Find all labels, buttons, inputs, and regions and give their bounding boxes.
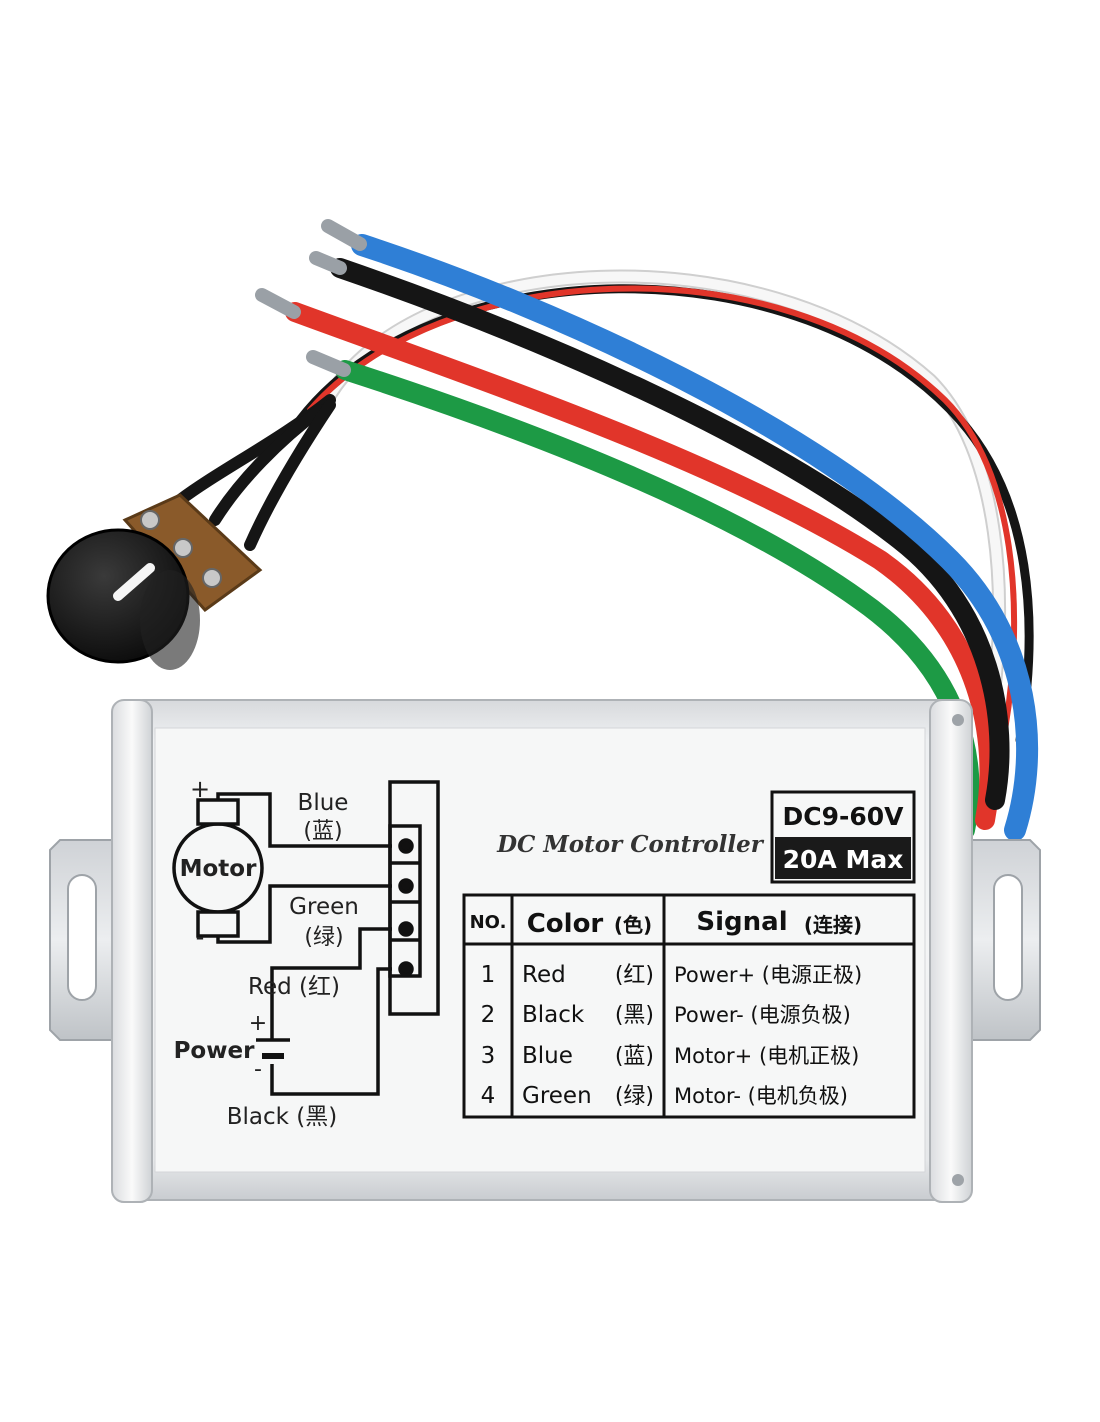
power-plus: + bbox=[249, 1011, 267, 1036]
table-row: 2 Black (黑) Power- (电源负极) bbox=[481, 1002, 851, 1028]
svg-text:(绿): (绿) bbox=[615, 1084, 654, 1109]
svg-text:Red: Red bbox=[522, 962, 566, 988]
product-title: DC Motor Controller bbox=[496, 831, 765, 858]
blue-wire bbox=[351, 234, 1039, 841]
svg-text:(黑): (黑) bbox=[615, 1003, 654, 1028]
svg-text:Power- (电源负极): Power- (电源负极) bbox=[674, 1003, 851, 1027]
header-signal-cn: (连接) bbox=[804, 913, 862, 937]
end-cap-left bbox=[111, 699, 153, 1203]
svg-text:1: 1 bbox=[481, 962, 496, 988]
header-signal: Signal bbox=[696, 907, 787, 937]
header-color: Color bbox=[527, 909, 604, 939]
wire-tips bbox=[255, 219, 367, 377]
svg-text:(红): (红) bbox=[615, 963, 654, 988]
svg-text:(蓝): (蓝) bbox=[615, 1044, 654, 1069]
svg-text:4: 4 bbox=[481, 1083, 496, 1109]
svg-text:Blue: Blue bbox=[522, 1043, 573, 1069]
power-label: Power bbox=[174, 1038, 256, 1064]
motor-plus: + bbox=[190, 775, 210, 803]
table-row: 1 Red (红) Power+ (电源正极) bbox=[481, 962, 862, 988]
pot-lead-2 bbox=[209, 404, 326, 526]
svg-text:Power+ (电源正极): Power+ (电源正极) bbox=[674, 963, 862, 987]
current-badge: 20A Max bbox=[783, 845, 904, 874]
svg-text:Green: Green bbox=[522, 1083, 592, 1109]
motor-label: Motor bbox=[180, 856, 257, 882]
svg-text:Motor+ (电机正极): Motor+ (电机正极) bbox=[674, 1044, 859, 1068]
blue-cn-label: (蓝) bbox=[303, 819, 342, 844]
wire-bundle bbox=[174, 219, 1039, 841]
power-minus: - bbox=[254, 1057, 262, 1082]
knob-indicator bbox=[113, 563, 155, 601]
svg-text:Black: Black bbox=[522, 1002, 585, 1028]
black-wire bbox=[330, 258, 1010, 810]
potentiometer bbox=[46, 493, 263, 670]
blue-label: Blue bbox=[298, 790, 349, 816]
green-label: Green bbox=[289, 894, 359, 920]
green-cn-label: (绿) bbox=[304, 925, 343, 950]
pinout-table: NO. Color (色) Signal (连接) 1 Red (红) Powe… bbox=[462, 893, 916, 1119]
svg-text:2: 2 bbox=[481, 1002, 496, 1028]
diagram-labels: Motor + - Blue (蓝) Green (绿) Red (红) + P… bbox=[174, 775, 359, 1130]
red-wire bbox=[285, 302, 1000, 830]
red-label: Red (红) bbox=[248, 974, 340, 1000]
table-row: 4 Green (绿) Motor- (电机负极) bbox=[481, 1083, 848, 1109]
wiring-diagram bbox=[172, 780, 440, 1096]
svg-text:3: 3 bbox=[481, 1043, 496, 1069]
voltage-badge: DC9-60V bbox=[782, 802, 904, 831]
header-color-cn: (色) bbox=[614, 913, 652, 937]
table-row: 3 Blue (蓝) Motor+ (电机正极) bbox=[481, 1043, 860, 1069]
end-cap-right bbox=[929, 699, 973, 1203]
rating-badge: DC9-60V 20A Max bbox=[770, 790, 916, 884]
motor-minus: - bbox=[196, 923, 205, 951]
svg-text:Motor- (电机负极): Motor- (电机负极) bbox=[674, 1084, 848, 1108]
header-no: NO. bbox=[470, 912, 507, 933]
black-label: Black (黑) bbox=[227, 1104, 338, 1130]
pot-lead-3 bbox=[244, 399, 336, 551]
